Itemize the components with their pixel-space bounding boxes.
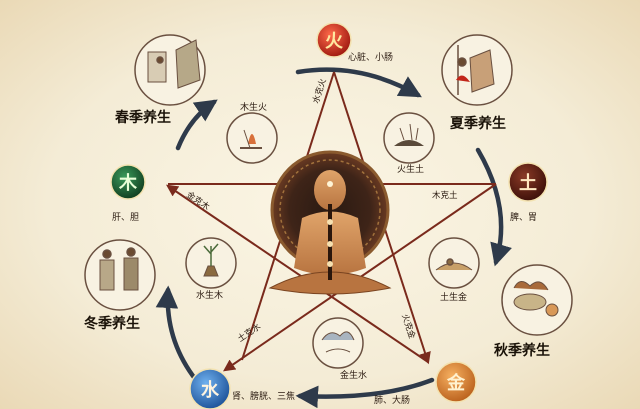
- metal-organs: 肺、大肠: [374, 394, 410, 406]
- arrow-fire-to-summer: [295, 67, 422, 98]
- fire-earth-label: 火生土: [397, 163, 424, 175]
- winter-label: 冬季养生: [84, 315, 140, 332]
- orb-metal: 金: [435, 361, 477, 403]
- fire-earth-illustration: [383, 112, 435, 164]
- orb-fire: 火: [316, 22, 352, 58]
- summer-illustration: [441, 34, 513, 106]
- arrow-winter-to-wood: [155, 285, 199, 383]
- metal-char: 金: [446, 372, 466, 394]
- spring-illustration: [134, 34, 206, 106]
- water-organs: 肾、膀胱、三焦: [232, 390, 295, 402]
- earth-char: 土: [519, 173, 537, 194]
- arrow-metal-to-water: [295, 377, 435, 409]
- meditating-figure: [268, 150, 392, 295]
- wood-organs: 肝、胆: [112, 212, 139, 223]
- season-illustrations: [84, 34, 573, 336]
- winter-illustration: [84, 239, 156, 311]
- fire-organs: 心脏、小肠: [348, 51, 393, 63]
- water-fire-label: 水克火: [310, 77, 328, 105]
- cycle-arrows: [155, 67, 512, 409]
- wood-fire-illustration: [226, 112, 278, 164]
- metal-water-label: 金生水: [340, 369, 367, 381]
- arrow-wood-to-spring: [175, 99, 218, 151]
- autumn-label: 秋季养生: [494, 342, 550, 359]
- wood-earth-label: 木克土: [432, 190, 458, 201]
- wood-fire-label: 木生火: [240, 101, 267, 113]
- earth-metal-label: 土生金: [440, 291, 467, 303]
- orb-wood: 木: [110, 164, 146, 200]
- star-line-metal-wood: [166, 184, 429, 363]
- metal-water-illustration: [312, 317, 364, 369]
- summer-label: 夏季养生: [450, 115, 506, 132]
- generation-illustrations: [185, 112, 480, 369]
- spring-label: 春季养生: [114, 109, 171, 126]
- metal-wood-label: 金克木: [184, 189, 212, 213]
- arrow-earth-to-autumn: [475, 147, 512, 267]
- earth-organs: 脾、胃: [510, 211, 537, 223]
- water-wood-label: 水生木: [196, 289, 223, 301]
- fire-char: 火: [325, 31, 344, 52]
- earth-water-label: 土克水: [236, 321, 264, 345]
- orb-water: 水: [189, 368, 231, 409]
- autumn-illustration: [501, 264, 573, 336]
- water-char: 水: [201, 379, 220, 401]
- orb-earth: 土: [508, 162, 548, 202]
- water-wood-illustration: [185, 237, 237, 289]
- earth-metal-illustration: [428, 237, 480, 289]
- wood-char: 木: [118, 172, 138, 194]
- fire-metal-label: 火克金: [399, 313, 417, 341]
